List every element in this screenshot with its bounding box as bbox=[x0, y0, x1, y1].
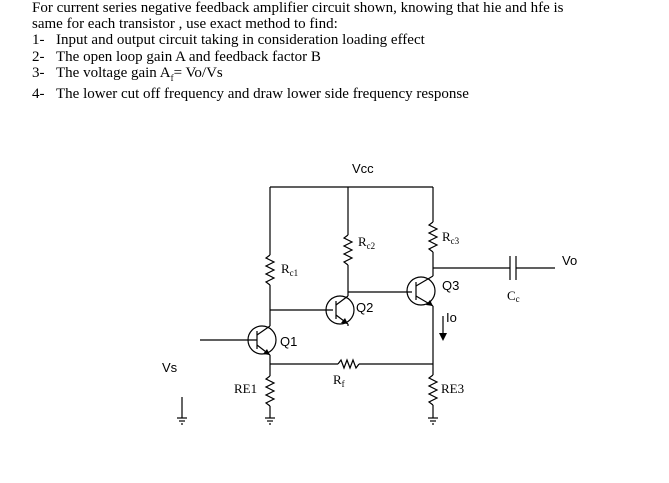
problem-statement: For current series negative feedback amp… bbox=[32, 0, 662, 102]
label-re3: RE3 bbox=[441, 381, 464, 396]
question-number: 4- bbox=[32, 86, 45, 103]
q3-collector bbox=[415, 275, 434, 287]
resistor-rf bbox=[337, 358, 360, 370]
label-q1: Q1 bbox=[280, 334, 297, 349]
label-rc2: Rc2 bbox=[358, 234, 375, 251]
io-arrow-head bbox=[439, 333, 447, 341]
resistor-rc1 bbox=[264, 254, 276, 286]
question-text: The open loop gain A and feedback factor… bbox=[56, 48, 321, 65]
label-q2: Q2 bbox=[356, 300, 373, 315]
label-vo: Vo bbox=[562, 253, 577, 268]
label-io: Io bbox=[446, 310, 457, 325]
resistor-re1 bbox=[264, 375, 276, 407]
question-number: 1- bbox=[32, 32, 45, 49]
q2-emitter-arrow bbox=[341, 318, 348, 324]
transistor-q2 bbox=[325, 295, 355, 325]
question-item-4: 4- The lower cut off frequency and draw l… bbox=[32, 86, 662, 102]
resistor-rc2 bbox=[342, 234, 354, 266]
question-text: Input and output circuit taking in consi… bbox=[56, 32, 425, 49]
question-number: 2- bbox=[32, 48, 45, 65]
intro-line-1: For current series negative feedback amp… bbox=[32, 0, 564, 16]
question-item-3: 3- The voltage gain Af= Vo/Vs bbox=[32, 65, 662, 86]
intro-line-2: same for each transistor , use exact met… bbox=[32, 16, 338, 33]
label-rc3: Rc3 bbox=[442, 229, 460, 246]
label-re1: RE1 bbox=[234, 381, 257, 396]
question-subscript: f bbox=[170, 72, 174, 83]
label-q3: Q3 bbox=[442, 278, 459, 293]
question-item-1: 1- Input and output circuit taking in con… bbox=[32, 32, 662, 48]
label-vs: Vs bbox=[162, 360, 178, 375]
resistor-rc3 bbox=[427, 221, 439, 253]
q1-emitter-arrow bbox=[263, 349, 270, 355]
label-rf: Rf bbox=[333, 372, 345, 389]
q1-collector bbox=[256, 325, 271, 336]
label-vcc: Vcc bbox=[352, 161, 374, 176]
label-rc1: Rc1 bbox=[281, 261, 298, 278]
transistor-q3 bbox=[406, 276, 436, 306]
question-number: 3- bbox=[32, 64, 45, 81]
q3-emitter-arrow bbox=[426, 300, 433, 306]
question-text: The voltage gain A bbox=[56, 64, 171, 81]
label-cc: Cc bbox=[507, 288, 520, 304]
resistor-re3 bbox=[427, 374, 439, 406]
question-text-tail: = Vo/Vs bbox=[173, 64, 223, 81]
question-text: The lower cut off frequency and draw low… bbox=[56, 86, 469, 103]
question-item-2: 2- The open loop gain A and feedback fact… bbox=[32, 49, 662, 65]
q2-collector bbox=[335, 295, 349, 306]
